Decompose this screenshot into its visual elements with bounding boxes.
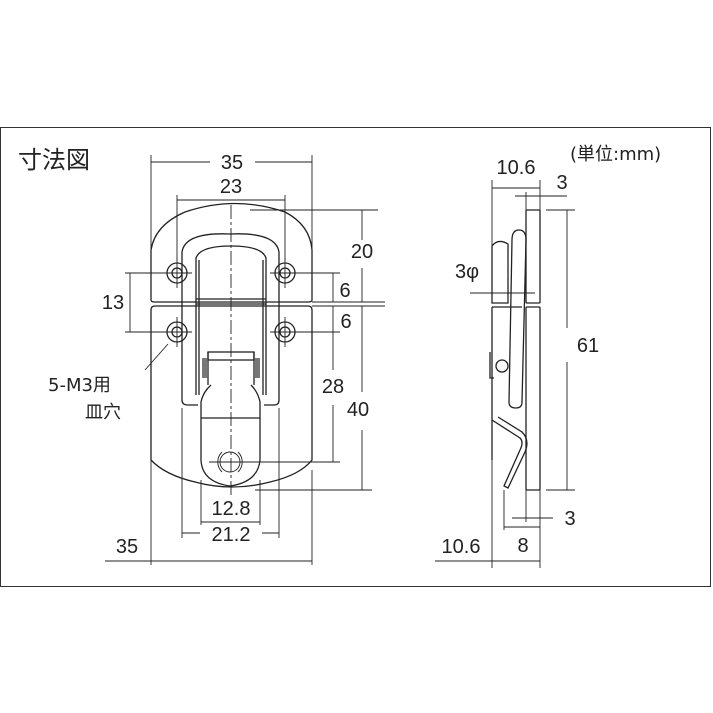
dim-overall-depth-bottom: 10.6 (442, 536, 481, 558)
dim-hook-width: 12.8 (212, 498, 251, 520)
dim-hook-depth: 8 (517, 535, 528, 557)
dim-overall-depth-top: 10.6 (497, 157, 536, 179)
dim-lower-hole-to-hook: 28 (322, 376, 344, 398)
hole-note-line2: 皿穴 (85, 402, 121, 423)
dim-overall-height: 61 (577, 335, 599, 357)
dim-hole-to-split-bottom: 6 (340, 311, 351, 333)
dim-overall-width: 35 (221, 152, 243, 174)
dim-pin-diameter: 3φ (455, 261, 479, 283)
front-view: 35 23 13 5-M3用 皿穴 20 40 6 6 28 (48, 152, 385, 565)
dim-split-to-bottom: 40 (347, 399, 369, 421)
dim-plate-thickness-bottom: 3 (564, 508, 575, 530)
dim-bottom-width: 35 (116, 536, 138, 558)
dim-plate-thickness-top: 3 (556, 172, 567, 194)
dim-hole-pitch-x: 23 (220, 176, 242, 198)
side-view: 3φ 10.6 3 61 3 8 10.6 (435, 157, 599, 568)
dim-hole-pitch-y: 13 (102, 292, 124, 314)
drawing-frame (0, 127, 711, 587)
unit-note: (単位:mm) (570, 144, 661, 165)
hole-note-line1: 5-M3用 (48, 375, 111, 396)
dim-top-to-split: 20 (351, 241, 373, 263)
dim-hole-to-split-top: 6 (339, 280, 350, 302)
dim-base-inner-width: 21.2 (212, 524, 251, 546)
drawing-title: 寸法図 (18, 146, 90, 174)
